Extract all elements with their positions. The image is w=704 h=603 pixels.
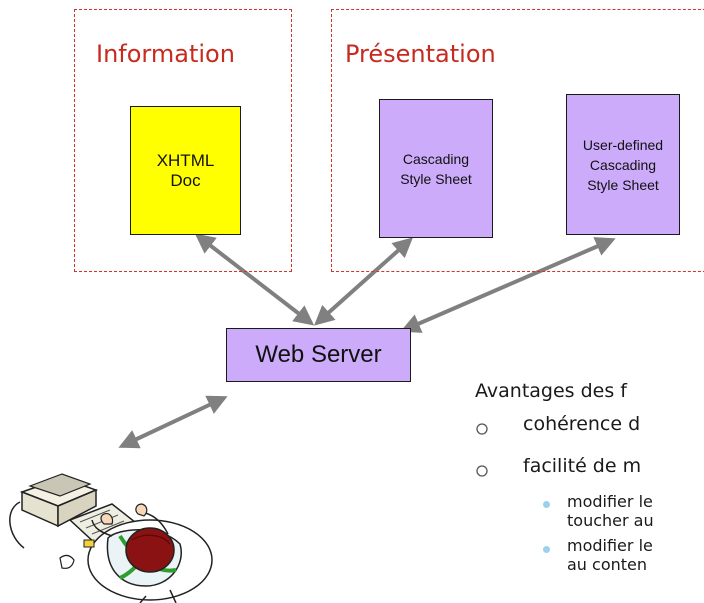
xhtml-doc-box: XHTML Doc (130, 106, 241, 235)
sub-item-2-line2: au conten (567, 555, 648, 574)
benefit-item-1: cohérence d (523, 413, 641, 435)
user-css-box: User-defined Cascading Style Sheet (566, 94, 680, 235)
web-server-label: Web Server (255, 341, 382, 368)
benefits-heading: Avantages des f (475, 380, 627, 402)
arrow-usercss-server (400, 237, 616, 333)
hollow-circle-bullet-icon (476, 465, 488, 477)
information-group (74, 9, 292, 272)
sub-item-1-line1: modifier le (567, 492, 653, 511)
hollow-circle-bullet-icon (476, 423, 488, 435)
arrow-xhtml-server (194, 233, 315, 326)
sub-item-2-line1: modifier le (567, 536, 653, 555)
css-label: Cascading Style Sheet (400, 150, 472, 187)
benefit-item-2: facilité de m (523, 455, 642, 477)
presentation-group (331, 9, 704, 272)
user-css-label: User-defined Cascading Style Sheet (582, 136, 664, 193)
information-title: Information (96, 40, 235, 68)
person-at-computer-icon (9, 473, 213, 603)
sub-item-1-line2: toucher au (567, 511, 654, 530)
presentation-title: Présentation (345, 40, 496, 68)
web-server-box: Web Server (226, 328, 411, 382)
dot-bullet-icon (543, 546, 550, 553)
dot-bullet-icon (543, 501, 550, 508)
arrow-css-server (314, 237, 413, 326)
css-box: Cascading Style Sheet (379, 99, 493, 238)
xhtml-doc-label: XHTML Doc (156, 150, 215, 190)
arrow-user-server (118, 395, 228, 449)
